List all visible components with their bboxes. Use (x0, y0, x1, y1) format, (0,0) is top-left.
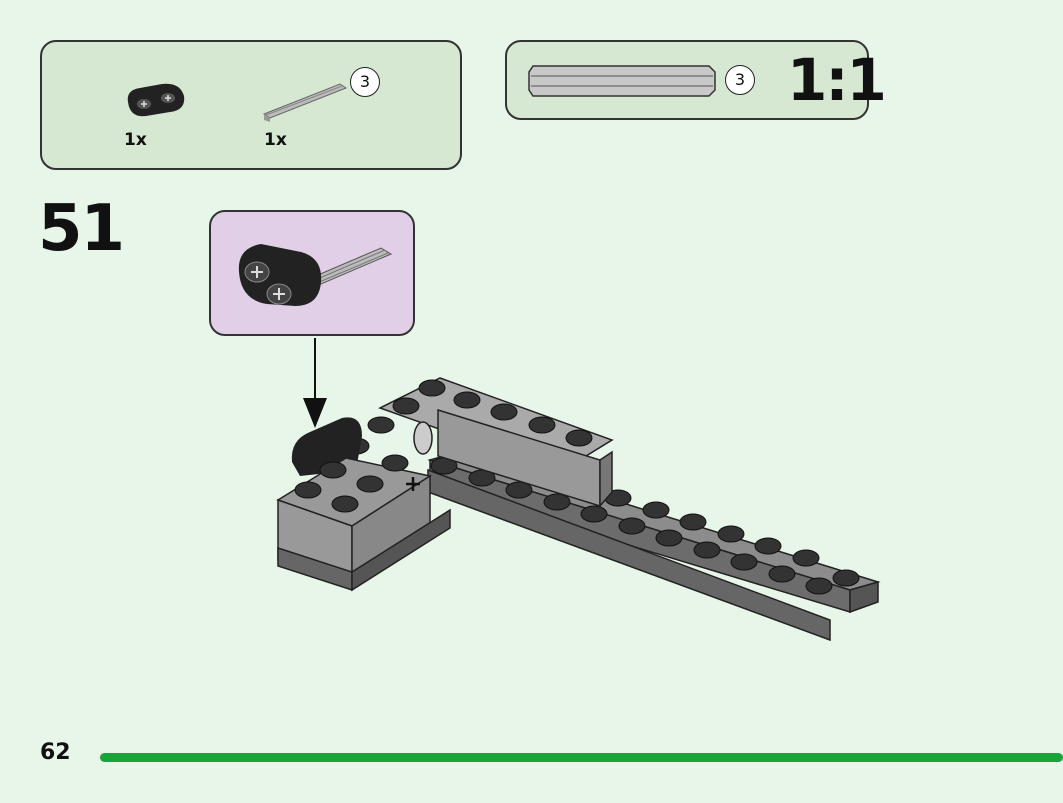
progress-fill (100, 753, 1063, 762)
scale-ratio: 1:1 (787, 46, 887, 114)
progress-bar (100, 753, 1063, 762)
front-block-studs (294, 454, 409, 513)
step-number: 51 (38, 192, 125, 266)
axle-length-badge: 3 (350, 67, 380, 97)
scale-reference-panel: 3 1:1 (505, 40, 887, 120)
placement-arrow (303, 338, 327, 428)
axle-scale-icon (528, 65, 716, 97)
scale-length-badge: 3 (725, 65, 755, 95)
gray-axle-icon (262, 83, 348, 122)
connector-quantity: 1x (124, 130, 147, 150)
sub-assembly-callout (209, 210, 415, 336)
plate-studs (430, 457, 860, 595)
connector-with-axle-icon (238, 244, 393, 306)
page-number: 62 (40, 740, 71, 765)
long-plate (427, 451, 881, 642)
tall-brick (378, 377, 614, 509)
parts-list-panel: 1x 1x 3 (40, 40, 462, 170)
front-block (276, 457, 451, 592)
black-connector-icon (127, 83, 185, 117)
axle-quantity: 1x (264, 130, 287, 150)
